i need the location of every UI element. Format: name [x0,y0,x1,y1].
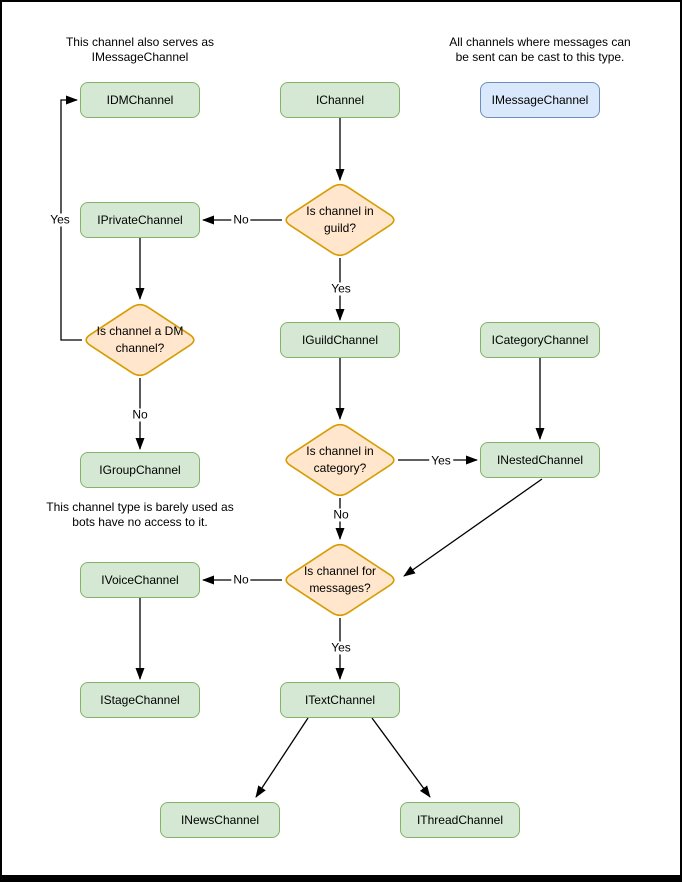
node-ivoicechannel: IVoiceChannel [80,562,200,598]
decision-in-category-label: Is channel in category? [306,444,374,475]
node-ithreadchannel: IThreadChannel [400,802,520,838]
node-istagechannel-label: IStageChannel [100,693,180,707]
node-iguildchannel: IGuildChannel [280,322,400,358]
decision-is-dm-label: Is channel a DM channel? [96,324,184,355]
node-iprivatechannel: IPrivateChannel [80,202,200,238]
node-itextchannel-label: ITextChannel [304,693,376,707]
node-inestedchannel-label: INestedChannel [496,453,584,467]
edge-label-dm-no: No [130,407,150,422]
node-ithreadchannel-label: IThreadChannel [416,813,504,827]
annotation-group-note: This channel type is barely used as bots… [46,500,234,529]
edge-itextchannel-to-inewschannel [255,717,309,798]
decision-for-messages-label: Is channel for messages? [303,564,377,595]
node-inewschannel: INewsChannel [160,802,280,838]
decision-in-guild-label: Is channel in guild? [306,204,374,235]
edge-label-dm-yes: Yes [48,212,72,227]
edge-label-messages-no: No [231,572,251,587]
node-imessagechannel-label: IMessageChannel [491,93,589,107]
annotation-message-note: All channels where messages can be sent … [449,35,631,64]
node-idmchannel-label: IDMChannel [106,93,174,107]
edge-label-category-yes: Yes [429,453,453,468]
edge-label-category-no: No [331,507,351,522]
edge-label-guild-no: No [231,212,251,227]
node-imessagechannel: IMessageChannel [480,82,600,118]
node-iguildchannel-label: IGuildChannel [301,333,379,347]
node-ivoicechannel-label: IVoiceChannel [101,573,179,587]
edge-label-messages-yes: Yes [329,640,353,655]
node-inewschannel-label: INewsChannel [180,813,260,827]
node-itextchannel: ITextChannel [280,682,400,718]
node-igroupchannel: IGroupChannel [80,452,200,488]
edge-inestedchannel-to-messages-decision [403,478,543,577]
node-icategorychannel-label: ICategoryChannel [491,333,589,347]
node-inestedchannel: INestedChannel [480,442,600,478]
edge-itextchannel-to-ithreadchannel [371,717,431,798]
edge-label-guild-yes: Yes [329,281,353,296]
node-ichannel: IChannel [280,82,400,118]
node-ichannel-label: IChannel [315,93,365,107]
node-iprivatechannel-label: IPrivateChannel [97,213,183,227]
node-istagechannel: IStageChannel [80,682,200,718]
node-icategorychannel: ICategoryChannel [480,322,600,358]
node-igroupchannel-label: IGroupChannel [99,463,181,477]
node-idmchannel: IDMChannel [80,82,200,118]
annotation-dm-note: This channel also serves as IMessageChan… [65,35,215,64]
